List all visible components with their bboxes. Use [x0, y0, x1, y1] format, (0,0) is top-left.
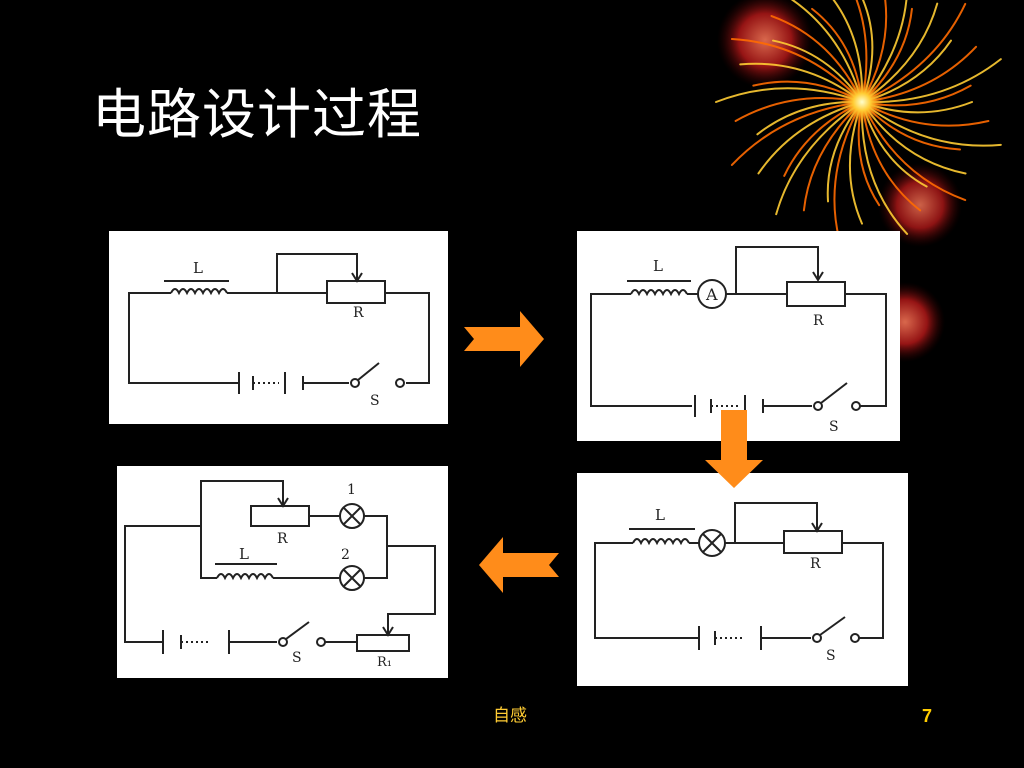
inductor-label: L — [193, 259, 203, 277]
switch-label: S — [292, 650, 302, 666]
page-number: 7 — [922, 706, 933, 726]
circuit-diagram-3: L R S — [577, 473, 908, 686]
arrow-right-icon — [462, 309, 546, 369]
rheostat-bottom-label: R₁ — [377, 655, 392, 670]
switch-label: S — [829, 419, 839, 435]
rheostat-label: R — [353, 305, 364, 321]
inductor-label: L — [655, 506, 665, 524]
switch-label: S — [826, 648, 836, 664]
inductor-label: L — [653, 257, 663, 275]
switch-label: S — [370, 393, 380, 409]
arrow-left-icon — [477, 535, 561, 595]
ammeter-label: A — [705, 285, 718, 304]
circuit-diagram-4: R 1 2 L S R₁ — [117, 466, 448, 678]
lamp-2-label: 2 — [341, 547, 350, 563]
footer-text: 自感 — [493, 706, 527, 726]
lamp-1-label: 1 — [347, 482, 356, 498]
rheostat-label: R — [813, 313, 824, 329]
circuit-diagram-1: L R S — [109, 231, 448, 424]
rheostat-label: R — [810, 556, 821, 572]
inductor-label: L — [239, 545, 249, 563]
rheostat-top-label: R — [277, 531, 288, 547]
slide-title: 电路设计过程 — [92, 83, 422, 146]
arrow-down-icon — [703, 408, 765, 490]
circuit-diagram-2: L A R S — [577, 231, 900, 441]
